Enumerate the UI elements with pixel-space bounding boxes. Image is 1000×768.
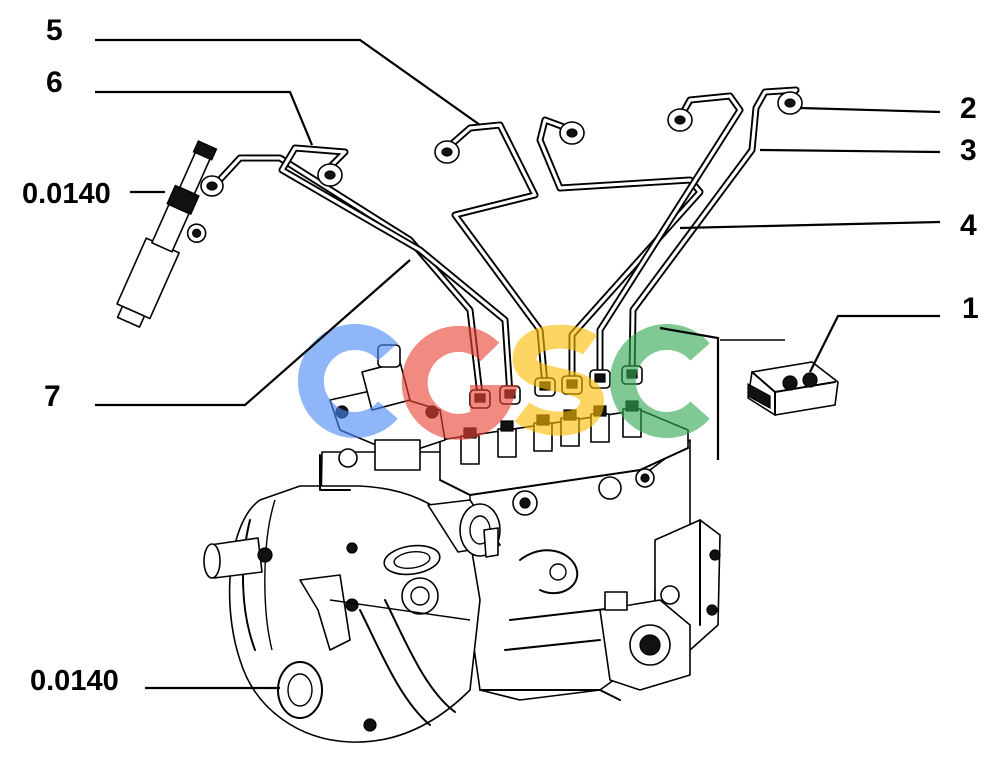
injector-nozzle bbox=[116, 140, 218, 328]
leader-7 bbox=[95, 259, 411, 407]
leader-2 bbox=[799, 106, 941, 114]
leader-3 bbox=[759, 148, 941, 154]
watermark-letter-g bbox=[401, 325, 519, 440]
callout-3: 3 bbox=[960, 134, 977, 167]
callout-6: 6 bbox=[46, 66, 63, 99]
callout-ref-injector: 0.0140 bbox=[22, 178, 111, 210]
pipe-union-nuts bbox=[200, 91, 803, 197]
leader-1 bbox=[809, 314, 940, 373]
callout-7: 7 bbox=[44, 380, 61, 413]
injection-pump-body bbox=[203, 409, 721, 743]
callout-1: 1 bbox=[962, 292, 979, 325]
leader-mount bbox=[659, 326, 720, 460]
leader-4 bbox=[679, 220, 941, 230]
pipe-clamp-part-1 bbox=[747, 361, 839, 416]
callout-5: 5 bbox=[46, 14, 63, 47]
leader-6 bbox=[95, 90, 314, 146]
watermark-letter-c bbox=[609, 324, 710, 438]
callout-4: 4 bbox=[960, 209, 977, 242]
callout-ref-pump: 0.0140 bbox=[30, 665, 119, 697]
watermark-logo bbox=[297, 324, 710, 440]
callout-labels: 5 6 0.0140 7 2 3 4 1 0.0140 bbox=[22, 14, 979, 697]
watermark-letter-c bbox=[297, 324, 398, 438]
leader-5 bbox=[95, 38, 481, 126]
callout-2: 2 bbox=[960, 92, 977, 125]
watermark-letter-s bbox=[512, 324, 604, 436]
leader-lines bbox=[95, 38, 941, 690]
injection-pipes bbox=[211, 86, 800, 399]
